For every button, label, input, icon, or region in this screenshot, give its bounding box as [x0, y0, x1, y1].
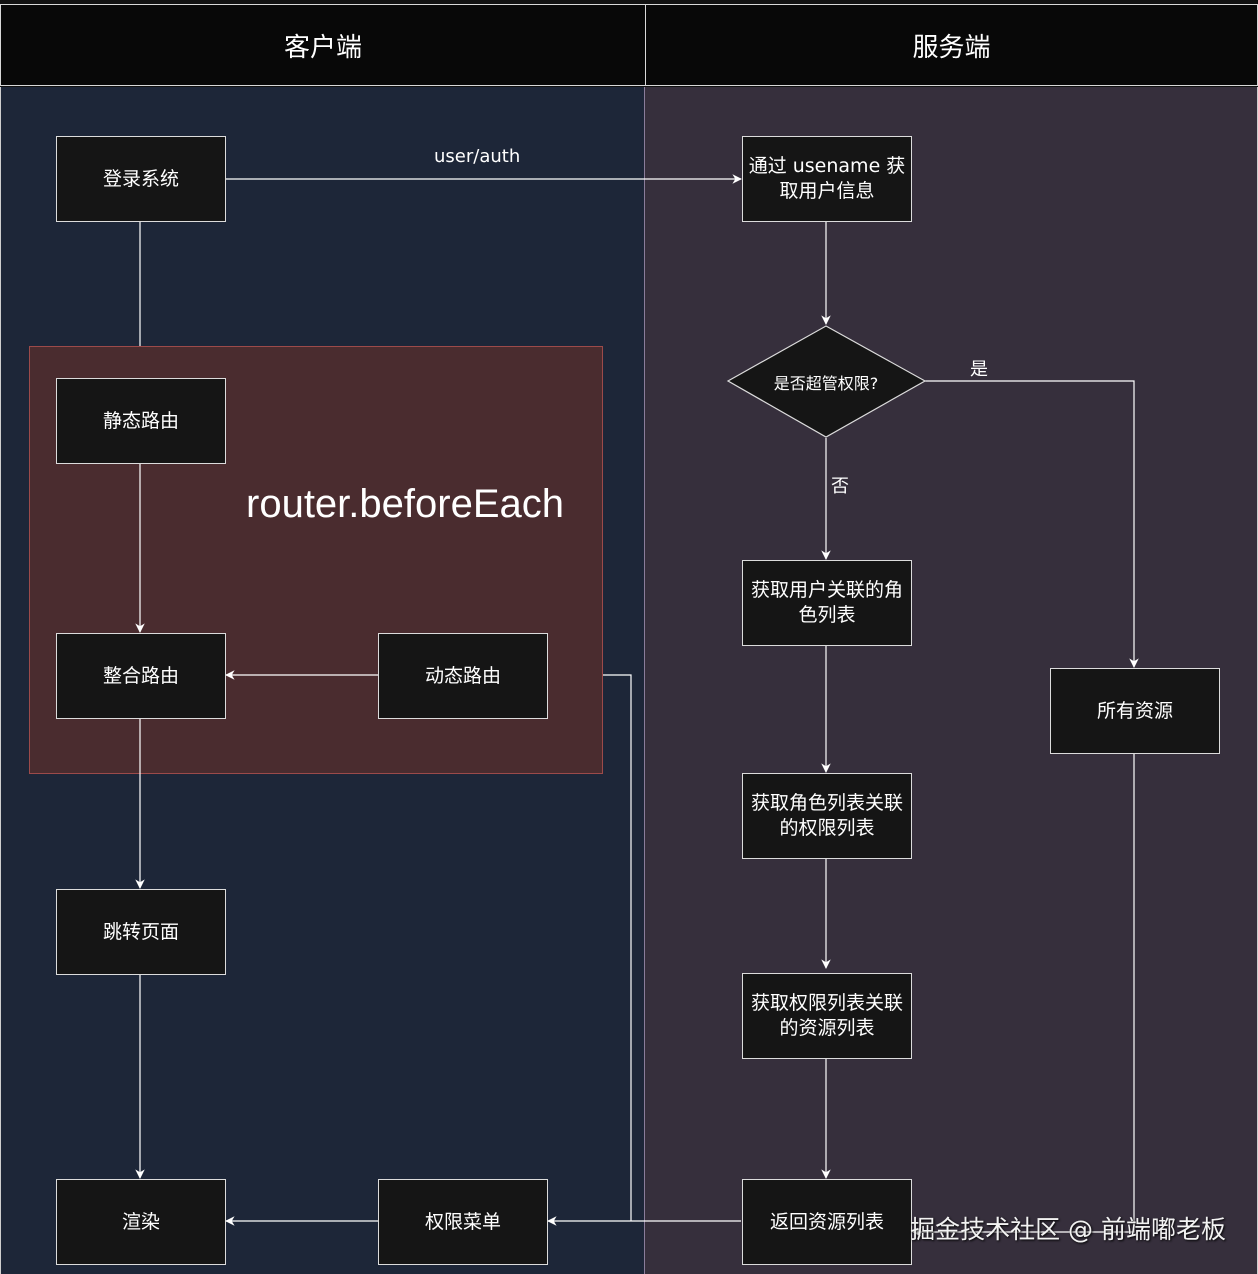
node-return-resources: 返回资源列表 [742, 1179, 912, 1265]
node-jump-page: 跳转页面 [56, 889, 226, 975]
group-label: router.beforeEach [246, 482, 564, 526]
node-merge-route: 整合路由 [56, 633, 226, 719]
node-all-resources: 所有资源 [1050, 668, 1220, 754]
node-login: 登录系统 [56, 136, 226, 222]
edge-all-to-return [912, 753, 1135, 1237]
edge-label-no: 否 [831, 476, 849, 497]
decision-label: 是否超管权限? [773, 374, 879, 393]
node-get-resources: 获取权限列表关联的资源列表 [742, 973, 912, 1059]
node-static-route: 静态路由 [56, 378, 226, 464]
node-perm-menu: 权限菜单 [378, 1179, 548, 1265]
node-get-roles: 获取用户关联的角色列表 [742, 560, 912, 646]
node-render: 渲染 [56, 1179, 226, 1265]
decision-diamond [726, 325, 927, 438]
edge-group-to-menu [603, 674, 632, 1221]
edge-label-yes: 是 [970, 359, 988, 380]
server-lane-header: 服务端 [645, 4, 1258, 86]
watermark: 掘金技术社区 @ 前端嘟老板 [910, 1215, 1226, 1244]
node-get-permissions: 获取角色列表关联的权限列表 [742, 773, 912, 859]
edge-label-auth: user/auth [434, 146, 521, 167]
client-lane-header: 客户端 [0, 4, 646, 86]
node-get-user: 通过 usename 获取用户信息 [742, 136, 912, 222]
edge-decision-yes [925, 380, 1139, 668]
node-dynamic-route: 动态路由 [378, 633, 548, 719]
